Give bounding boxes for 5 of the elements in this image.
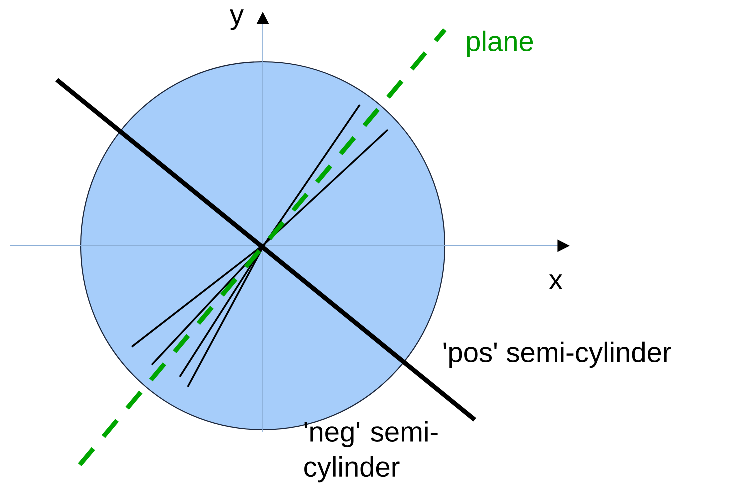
region-label: 'pos' semi-cylinder [444, 342, 672, 368]
axis-label: y [230, 10, 244, 30]
plane-label: plane [467, 30, 534, 58]
region-label: 'neg' semi-cylinder [304, 421, 438, 483]
axis-label: x [549, 274, 563, 290]
